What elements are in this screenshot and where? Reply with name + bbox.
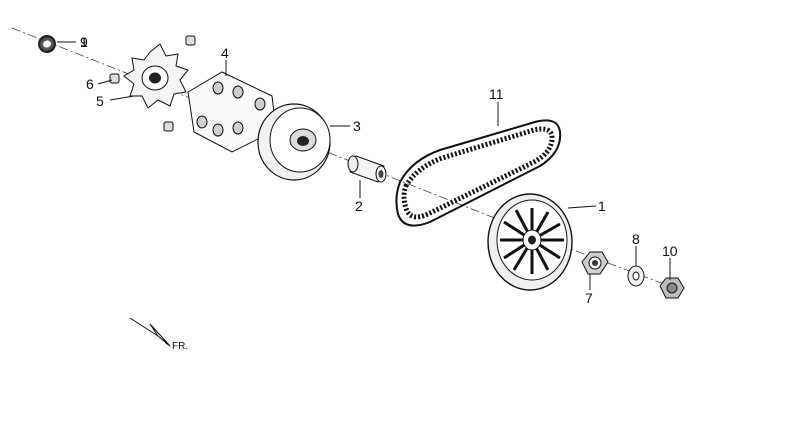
part-driven-pulley[interactable]: [487, 193, 573, 291]
callout-3: 3: [353, 118, 361, 134]
front-direction-label: FR.: [172, 341, 188, 352]
front-direction-indicator: FR.: [129, 317, 188, 352]
callout-8: 8: [632, 231, 640, 247]
callout-6: 6: [86, 76, 94, 92]
callout-9: 1: [80, 34, 88, 50]
part-clutch-nut[interactable]: [581, 251, 609, 275]
callout-10: 10: [662, 243, 678, 259]
part-sliding-pieces[interactable]: [109, 35, 196, 132]
part-movable-drive-face[interactable]: [257, 103, 331, 181]
callout-9b: 9: [80, 34, 88, 50]
callout-11: 11: [489, 86, 504, 102]
callout-5: 5: [96, 93, 104, 109]
part-ramp-plate[interactable]: [123, 43, 189, 109]
callout-1: 1: [598, 198, 606, 214]
assembly-axis: [11, 27, 681, 291]
callout-2: 2: [355, 198, 363, 214]
callout-7: 7: [585, 290, 593, 306]
part-oil-seal[interactable]: [35, 32, 58, 55]
part-drive-face-boss[interactable]: [347, 155, 387, 183]
part-washer[interactable]: [627, 265, 645, 287]
callout-4: 4: [221, 45, 229, 61]
callout-labels: 1 1 2 3 4 5 6 7 8 9 10 11: [80, 34, 678, 306]
part-weight-roller-set[interactable]: [187, 71, 277, 153]
leader-lines: [57, 41, 671, 290]
part-drive-belt[interactable]: [395, 119, 562, 227]
part-nut[interactable]: [659, 277, 685, 299]
